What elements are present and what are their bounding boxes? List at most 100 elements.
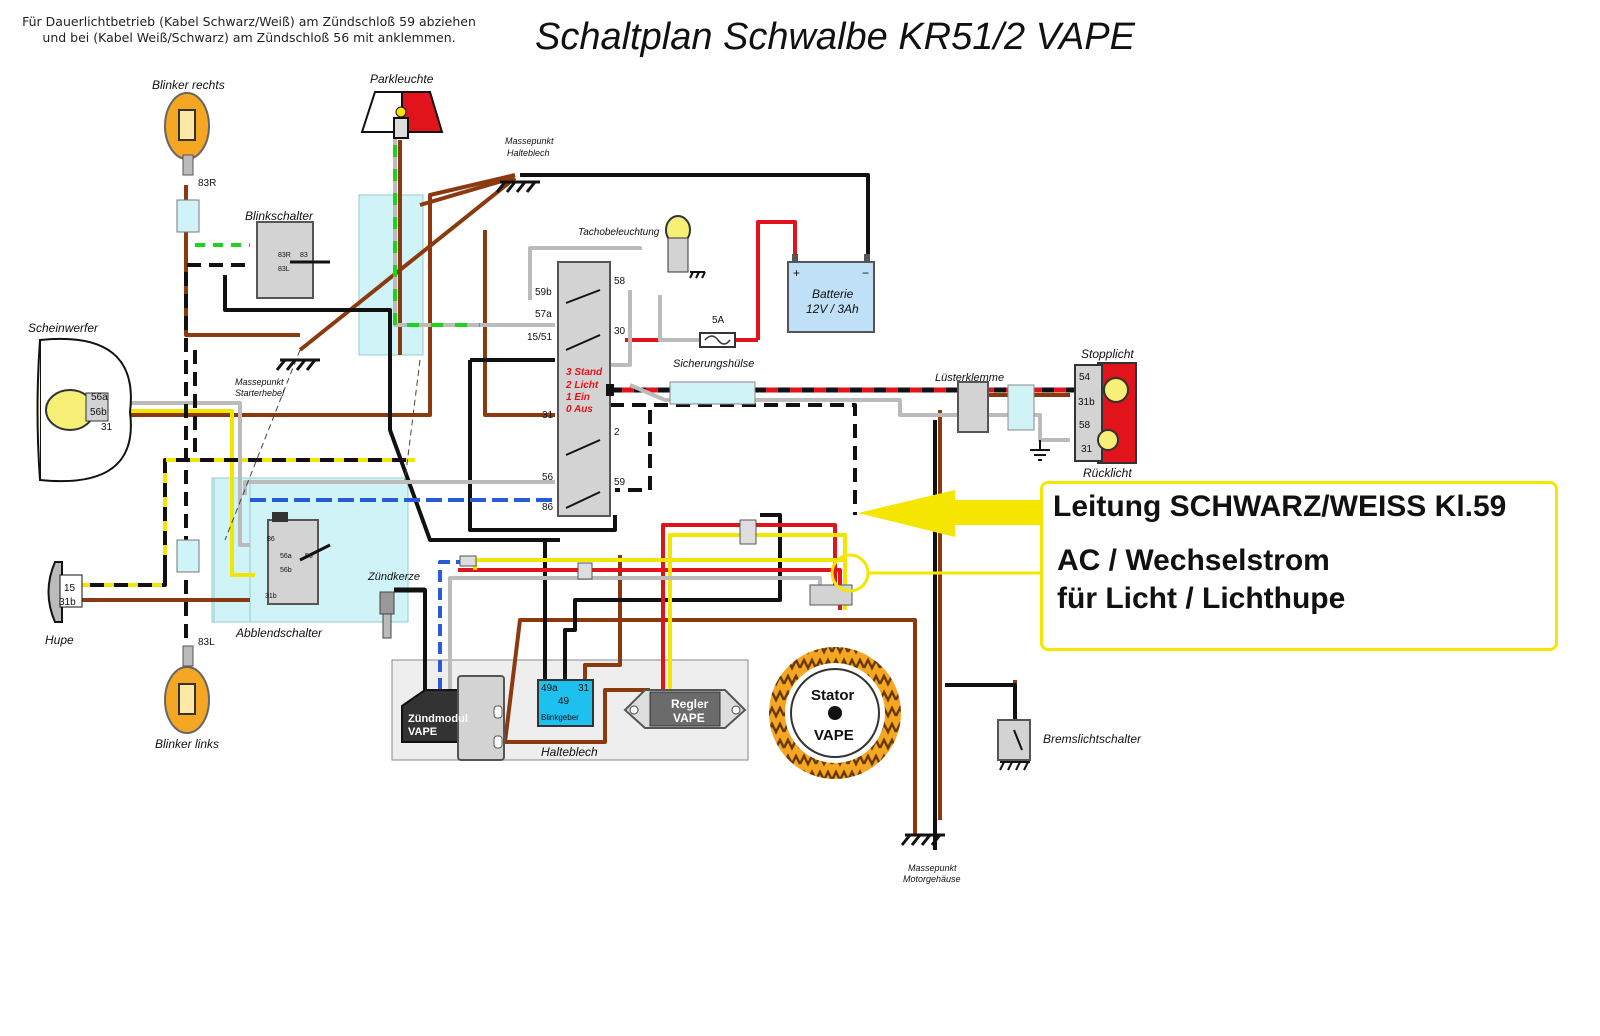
ab-terminal-56: 56 [305, 553, 313, 560]
stator-label-1: Stator [811, 687, 855, 704]
relay-label: Blinkgeber [541, 713, 579, 722]
battery-icon [787, 254, 875, 333]
label-speedo-light: Tachobeleuchtung [578, 227, 660, 238]
wire-brown-blinkgeber [583, 555, 622, 680]
harness-connector-2-icon [459, 555, 477, 567]
terminal-49a: 49a [541, 683, 558, 694]
luster-terminal-icon [957, 381, 989, 433]
bs-terminal-83l: 83L [278, 266, 290, 273]
rear-cable-duct [1007, 384, 1035, 431]
terminal-56a: 56a [91, 392, 108, 403]
terminal-31-relay: 31 [578, 683, 590, 694]
continuous-light-note: Für Dauerlichtbetrieb (Kabel Schwarz/Wei… [14, 14, 484, 46]
wire-grey-headlight [100, 401, 250, 547]
terminal-49: 49 [558, 696, 570, 707]
harness-connector-3-icon [577, 562, 593, 580]
terminal-54-stop: 54 [1079, 372, 1091, 383]
tail-light-icon [1074, 362, 1137, 464]
ground-motor-icon [900, 833, 945, 846]
battery-label-2: 12V / 3Ah [806, 302, 859, 316]
terminal-31b-stop: 31b [1078, 397, 1095, 408]
note-line-1: Für Dauerlichtbetrieb (Kabel Schwarz/Wei… [22, 14, 476, 29]
wire-black-yellow-1b [163, 458, 415, 555]
regulator-label-1: Regler [671, 697, 709, 711]
label-dimmer-switch: Abblendschalter [235, 626, 323, 640]
wire-blue-ign [438, 560, 462, 690]
label-stop-light: Stopplicht [1081, 347, 1134, 361]
terminal-56-switch: 56 [542, 472, 554, 483]
battery-label-1: Batterie [812, 287, 854, 301]
label-blinker-switch: Blinkschalter [245, 209, 314, 223]
terminal-58-switch: 58 [614, 276, 626, 287]
wire-thin-dashed-1 [224, 349, 301, 541]
wire-grey-rear [629, 383, 960, 417]
label-luster-terminal: Lüsterklemme [935, 372, 1004, 384]
label-headlight: Scheinwerfer [28, 321, 99, 335]
label-ground-motor-1: Massepunkt [908, 863, 957, 873]
wire-brown-ground-3 [120, 173, 516, 417]
wire-brown-regler [503, 618, 917, 835]
ab-terminal-86: 86 [267, 536, 275, 543]
wire-group [80, 130, 1075, 850]
label-ground-motor-2: Motorgehäuse [903, 874, 961, 884]
wire-brown-ground-5 [298, 176, 517, 352]
ground-halteblech-icon [495, 180, 540, 193]
terminal-15-51: 15/51 [527, 332, 552, 343]
wire-black-battery [520, 173, 870, 262]
terminal-2-switch: 2 [614, 427, 620, 438]
callout-line-1: AC / Wechselstrom [1057, 544, 1330, 577]
ab-terminal-56a: 56a [280, 553, 292, 560]
terminal-59b: 59b [535, 287, 552, 298]
label-ground-starter-1: Massepunkt [235, 377, 284, 387]
label-blinker-right: Blinker rechts [152, 78, 225, 92]
terminal-15-horn: 15 [64, 583, 76, 594]
label-blinker-left: Blinker links [155, 737, 219, 751]
label-ground-starter-2: Starterhebel [235, 388, 285, 398]
callout-line-2: für Licht / Lichthupe [1057, 582, 1346, 615]
terminal-31-rear: 31 [1081, 444, 1093, 455]
wire-black-blinkgeber-2 [563, 513, 782, 680]
wire-grey-tacho-2 [610, 290, 632, 367]
label-spark-plug: Zündkerze [367, 571, 420, 583]
page-title: Schaltplan Schwalbe KR51/2 VAPE [535, 16, 1135, 58]
horn-connector [176, 539, 200, 573]
bs-terminal-83r: 83R [278, 252, 291, 259]
ign-module-label-2: VAPE [408, 726, 437, 738]
label-brake-light-switch: Bremslichtschalter [1043, 732, 1142, 746]
terminal-86-switch: 86 [542, 502, 554, 513]
ground-tacho-icon [689, 271, 706, 279]
spark-plug-icon [379, 587, 425, 639]
label-mounting-plate: Halteblech [541, 745, 598, 759]
callout-heading: Leitung SCHWARZ/WEISS Kl.59 [1053, 490, 1507, 523]
terminal-83l: 83L [198, 637, 215, 648]
wire-grey-tacho [528, 246, 642, 300]
fuse-rating: 5A [712, 315, 725, 326]
wire-brown-ground-4 [483, 230, 555, 417]
wire-black-white-59b [615, 410, 652, 492]
stator-label-2: VAPE [814, 727, 854, 744]
rear-wire-connector [669, 381, 756, 405]
label-ground-plate-1: Massepunkt [505, 136, 554, 146]
terminal-57a: 57a [535, 309, 552, 320]
wire-yellow-headlight [100, 409, 255, 577]
wire-yellow-stator [668, 533, 847, 690]
terminal-30-switch: 30 [614, 326, 626, 337]
terminal-31b-horn: 31b [59, 597, 76, 608]
headlight-icon [36, 338, 132, 483]
ground-starter-icon [275, 358, 320, 371]
wire-black-switch-down [468, 360, 617, 532]
terminal-56b: 56b [90, 407, 107, 418]
parking-light-icon [360, 91, 444, 139]
terminal-31-switch: 31 [542, 410, 554, 421]
stator-connector-icon [809, 584, 853, 606]
bs-terminal-83: 83 [300, 252, 308, 259]
kl59-callout: Leitung SCHWARZ/WEISS Kl.59 AC / Wechsel… [1040, 481, 1558, 651]
wire-thin-dashed-2 [404, 359, 421, 481]
terminal-83r: 83R [198, 178, 216, 189]
label-rear-light: Rücklicht [1083, 466, 1132, 480]
blinker-left-icon [164, 645, 210, 734]
label-horn: Hupe [45, 633, 74, 647]
regulator-label-2: VAPE [673, 711, 705, 725]
